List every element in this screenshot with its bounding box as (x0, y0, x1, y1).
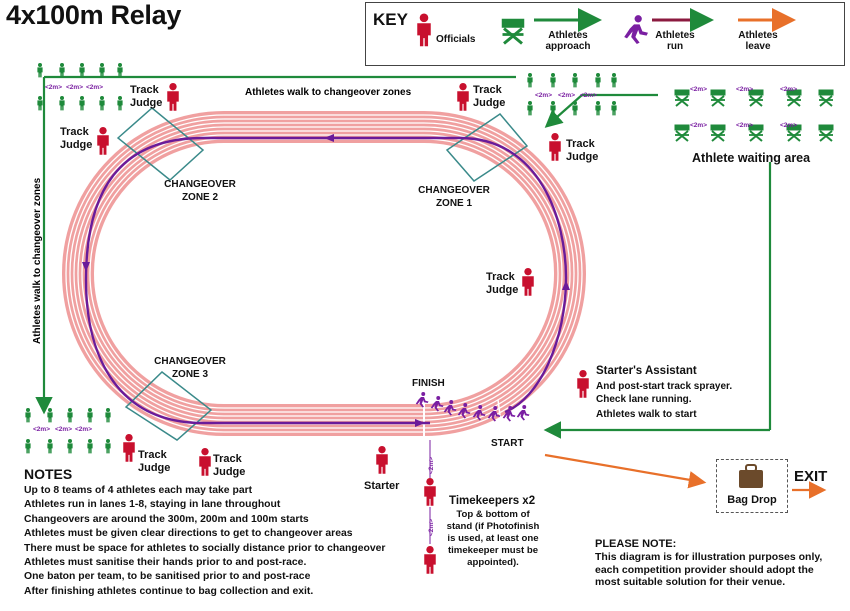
track-judge-label: Track Judge (566, 138, 599, 163)
distance-marker: <2m> (33, 426, 50, 433)
timekeepers-text: Top & bottom of stand (if Photofinish is… (439, 509, 547, 569)
chair-icon (674, 89, 834, 142)
please-note-line: most suitable solution for their venue. (595, 576, 786, 588)
distance-marker: <2m> (66, 84, 83, 91)
running-track (62, 111, 586, 439)
walk-top-label: Athletes walk to changeover zones (245, 87, 412, 98)
bag-icon (739, 464, 763, 488)
please-note-heading: PLEASE NOTE: (595, 538, 677, 550)
key-title: KEY (373, 10, 408, 29)
distance-marker: <2m> (580, 92, 597, 99)
distance-marker: <2m> (736, 122, 753, 129)
track-judge-label: Track Judge (130, 84, 163, 109)
distance-marker: <2m> (45, 84, 62, 91)
key-run-label: Athletes run (655, 30, 695, 52)
timekeepers-title: Timekeepers x2 (449, 495, 536, 507)
starter-label: Starter (364, 480, 400, 492)
please-note-line: This diagram is for illustration purpose… (595, 551, 823, 563)
official-icon (417, 13, 431, 47)
exit-label: EXIT (794, 468, 828, 485)
key-box (365, 2, 845, 66)
distance-marker: <2m> (558, 92, 575, 99)
changeover-zone-3-label: CHANGEOVER ZONE 3 (154, 356, 226, 380)
changeover-zone-2-label: CHANGEOVER ZONE 2 (164, 179, 236, 203)
track-judge-label: Track Judge (213, 453, 246, 478)
timekeepers-line: is used, at least one (447, 533, 539, 544)
distance-marker: <2m> (690, 86, 707, 93)
distance-marker: <2m> (428, 457, 435, 474)
distance-marker: <2m> (428, 519, 435, 536)
note-item: Athletes run in lanes 1-8, staying in la… (24, 499, 281, 511)
timekeepers-line: Top & bottom of (456, 509, 530, 520)
please-note-text: This diagram is for illustration purpose… (595, 551, 835, 589)
note-item: Up to 8 teams of 4 athletes each may tak… (24, 485, 253, 496)
changeover-zone-1-label: CHANGEOVER ZONE 1 (418, 185, 490, 209)
start-label: START (491, 438, 524, 449)
run-path (84, 136, 568, 425)
note-item: One baton per team, to be sanitised prio… (24, 571, 311, 583)
distance-marker: <2m> (780, 122, 797, 129)
runner-icon (624, 15, 648, 44)
key-officials-label: Officials (436, 34, 476, 45)
distance-marker: <2m> (690, 122, 707, 129)
timekeepers-line: timekeeper must be (447, 545, 539, 556)
distance-marker: <2m> (55, 426, 72, 433)
assistant-note-line: Check lane running. (596, 394, 692, 405)
notes-heading: NOTES (24, 466, 73, 482)
waiting-area-label: Athlete waiting area (692, 151, 811, 165)
notes-list: Up to 8 teams of 4 athletes each may tak… (24, 484, 385, 599)
key-approach-label: Athletes approach (545, 30, 591, 52)
note-item: Athletes must be given clear directions … (24, 528, 353, 540)
bag-drop-box (716, 459, 788, 513)
starters-assistant-label: Starter's Assistant (596, 365, 697, 377)
page-title: 4x100m Relay (6, 0, 182, 30)
track-judge-label: Track Judge (138, 449, 171, 474)
timekeepers-line: appointed). (467, 557, 519, 568)
bag-drop-label: Bag Drop (727, 494, 777, 506)
distance-marker: <2m> (535, 92, 552, 99)
track-judge-label: Track Judge (486, 271, 519, 296)
finish-label: FINISH (412, 378, 445, 389)
note-item: There must be space for athletes to soci… (24, 542, 386, 554)
timekeepers-line: stand (if Photofinish (446, 521, 540, 532)
distance-marker: <2m> (75, 426, 92, 433)
key-leave-label: Athletes leave (738, 30, 778, 52)
distance-marker: <2m> (86, 84, 103, 91)
distance-marker: <2m> (736, 86, 753, 93)
track-judge-label: Track Judge (473, 84, 506, 109)
note-item: Athletes must sanitise their hands prior… (24, 557, 307, 569)
chair-icon (501, 18, 525, 45)
starters-assistant-note: And post-start track sprayer. Check lane… (596, 380, 732, 406)
assistant-note-line: And post-start track sprayer. (596, 381, 733, 392)
walk-start-label: Athletes walk to start (596, 409, 697, 420)
walk-side-label: Athletes walk to changeover zones (32, 177, 43, 344)
note-item: Changeovers are around the 300m, 200m an… (24, 513, 309, 525)
distance-marker: <2m> (780, 86, 797, 93)
changeover-zone-boxes (116, 107, 529, 441)
note-item: After finishing athletes continue to bag… (24, 585, 314, 597)
track-judge-label: Track Judge (60, 126, 93, 151)
please-note-line: each competition provider should adopt t… (595, 563, 814, 576)
